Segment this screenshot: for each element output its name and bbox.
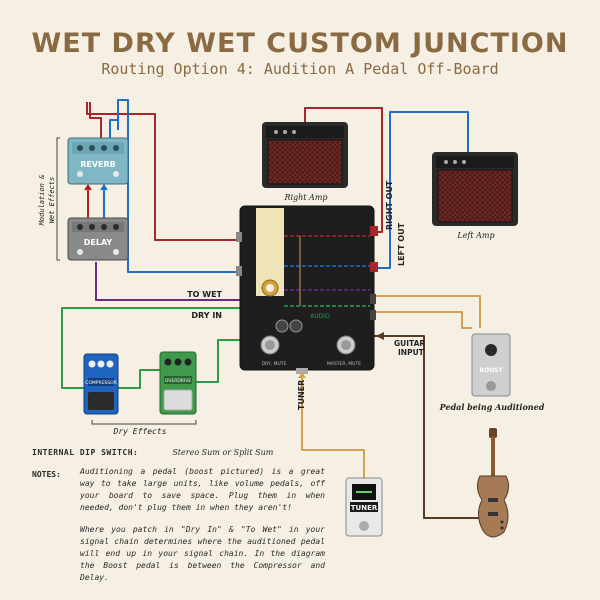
notes-paragraph-2: Where you patch in "Dry In" & "To Wet" i… — [80, 525, 325, 582]
dip-switch-label: INTERNAL DIP SWITCH: — [32, 448, 139, 457]
junction-knob-left-label: DRY, MUTE — [262, 361, 287, 367]
notes-label: NOTES: — [32, 470, 61, 479]
dry-effects-label: Dry Effects — [113, 427, 167, 436]
diagram-subtitle: Routing Option 4: Audition A Pedal Off-B… — [101, 60, 499, 78]
right-amp — [262, 122, 348, 188]
delay-pedal — [67, 217, 129, 261]
cable-green-od-junction — [196, 339, 240, 383]
reverb-pedal-label: REVERB — [80, 160, 116, 169]
notes-paragraph-1: Auditioning a pedal (boost pictured) is … — [80, 467, 325, 512]
wet-effects-bracket — [56, 137, 60, 261]
right-out-label: RIGHT OUT — [385, 180, 394, 230]
boost-pedal — [471, 333, 511, 397]
left-amp-label: Left Amp — [456, 231, 494, 240]
to-wet-label: TO WET — [187, 290, 222, 299]
wet-effects-label-line1: Modulation & — [38, 174, 46, 226]
cables — [61, 99, 484, 519]
dip-switch-row: INTERNAL DIP SWITCH: Stereo Sum or Split … — [32, 448, 273, 457]
junction-brand: AUDIO — [310, 313, 330, 320]
dip-switch-value: Stereo Sum or Split Sum — [172, 448, 274, 457]
tuner-pedal — [345, 477, 383, 537]
boost-caption: Pedal being Auditioned — [439, 402, 545, 412]
arrow-up-icon — [100, 184, 108, 190]
arrow-left-icon — [376, 332, 384, 340]
reverb-pedal — [67, 137, 129, 185]
arrow-up-icon — [84, 184, 92, 190]
junction-box — [236, 205, 378, 374]
cable-tan-boost-in — [374, 295, 481, 328]
guitar-icon — [476, 428, 510, 538]
cable-red-to-junction — [86, 102, 240, 241]
dry-in-label: DRY IN — [191, 311, 222, 320]
delay-pedal-label: DELAY — [84, 238, 113, 247]
cable-red-right-out — [304, 107, 383, 233]
notes-body: Auditioning a pedal (boost pictured) is … — [80, 466, 325, 594]
compressor-pedal — [83, 353, 119, 415]
cable-green-comp-od — [118, 369, 160, 389]
cable-tan-boost-out — [374, 311, 472, 329]
left-out-label: LEFT OUT — [397, 222, 406, 266]
overdrive-pedal — [159, 351, 197, 415]
diagram-title: WET DRY WET CUSTOM JUNCTION — [31, 28, 569, 59]
arrow-up-icon — [298, 372, 306, 378]
right-amp-label: Right Amp — [283, 193, 327, 202]
compressor-pedal-label: COMPRESSOR — [85, 380, 117, 386]
overdrive-pedal-label: OVERDRIVE — [165, 378, 192, 384]
left-amp — [432, 152, 518, 226]
cable-blue-to-junction — [117, 99, 240, 273]
cable-red-reverb — [89, 102, 102, 138]
guitar-input-label-line1: GUITAR — [394, 339, 425, 348]
boost-pedal-label: BOOST — [479, 367, 503, 374]
cable-tan-tuner — [301, 368, 365, 478]
cable-brown-guitar — [374, 335, 484, 519]
cable-blue-left-out — [374, 111, 469, 269]
guitar-input-label-line2: INPUT — [398, 348, 425, 357]
junction-knob-right-label: MASTER, MUTE — [327, 361, 361, 367]
tuner-pedal-label: TUNER — [351, 504, 378, 512]
tuner-cable-label: TUNER — [297, 380, 306, 410]
cable-purple-to-wet — [95, 262, 240, 301]
wet-effects-label-line2: Wet Effects — [48, 177, 56, 223]
cable-blue-delay — [109, 102, 119, 138]
cable-green-dry-in — [61, 307, 240, 389]
dry-effects-bracket — [91, 420, 197, 425]
